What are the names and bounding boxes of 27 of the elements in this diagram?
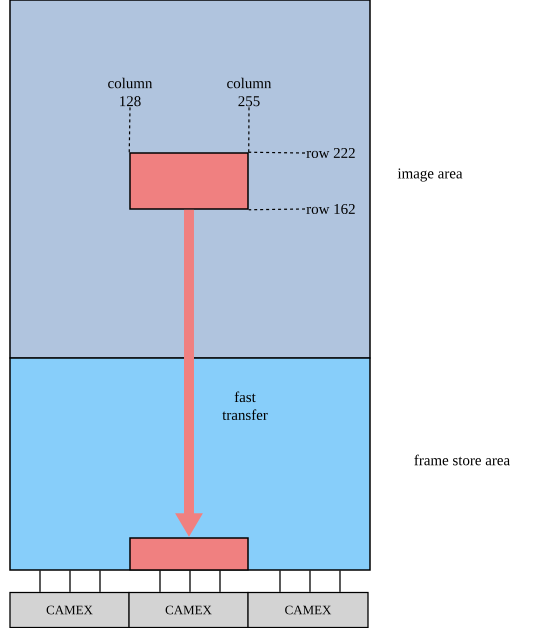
- area-label: image area: [398, 168, 462, 182]
- leader-line: [128, 107, 131, 152]
- row-label: row 222: [306, 148, 355, 158]
- edge-label: fast transfer: [211, 390, 279, 422]
- pin-line: [69, 570, 71, 592]
- pin-line: [159, 570, 161, 592]
- column-label: column 128: [108, 78, 152, 106]
- camex-box: CAMEX: [9, 592, 130, 628]
- row-label: row 162: [306, 204, 355, 214]
- frame-store-region: [9, 357, 371, 571]
- leader-line: [248, 208, 305, 210]
- pixel-block: [129, 537, 249, 571]
- pin-line: [279, 570, 281, 592]
- pin-line: [309, 570, 311, 592]
- camex-box: CAMEX: [247, 592, 369, 628]
- pixel-block: [129, 152, 249, 210]
- column-label: column 255: [227, 78, 272, 106]
- pin-line: [339, 570, 341, 592]
- leader-line: [248, 107, 250, 152]
- pin-line: [219, 570, 221, 592]
- pin-line: [189, 570, 191, 592]
- leader-line: [248, 152, 305, 154]
- area-label: frame store area: [414, 454, 510, 466]
- pin-line: [39, 570, 41, 592]
- pin-line: [99, 570, 101, 592]
- image-area-region: [9, 0, 371, 359]
- camex-box: CAMEX: [128, 592, 249, 628]
